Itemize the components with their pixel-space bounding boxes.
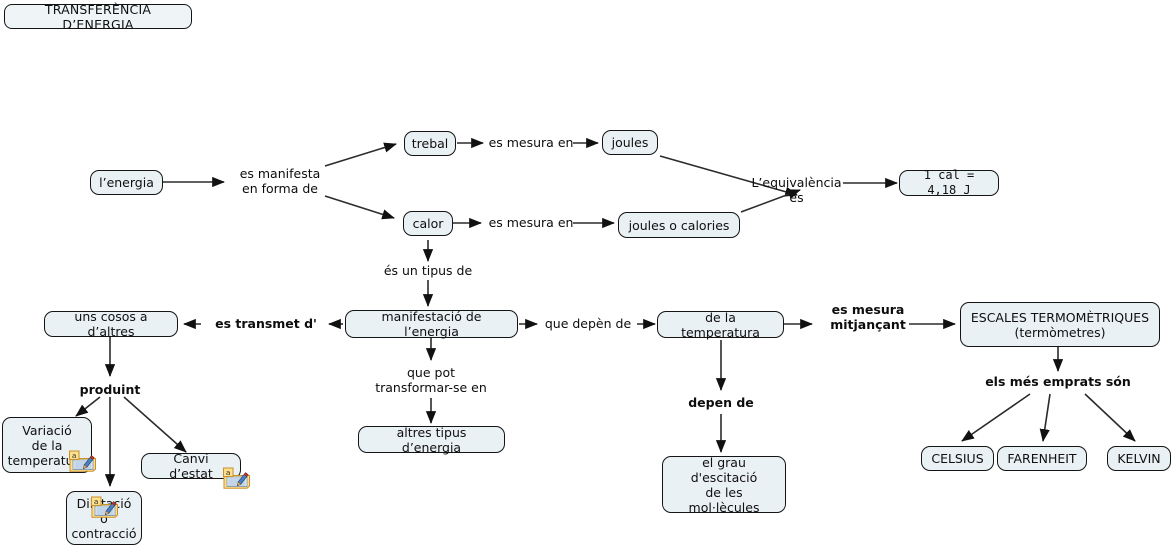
node-de-la-temperatura[interactable]: de la temperatura — [657, 310, 784, 340]
map-title-box[interactable]: TRANSFERÈNCIA D’ENERGIA — [4, 2, 192, 32]
node-farenheit[interactable]: FARENHEIT — [997, 446, 1087, 471]
link-que-depen-de: que depèn de — [544, 316, 632, 331]
node-equivalencia-valor[interactable]: 1 cal = 4,18 J — [899, 168, 999, 197]
node-calor[interactable]: calor — [403, 211, 453, 236]
node-manifestacio-energia[interactable]: manifestació de l’energia — [345, 309, 518, 339]
link-depen-de: depen de — [688, 395, 754, 410]
node-trebal[interactable]: trebal — [404, 131, 456, 156]
link-produint: produint — [79, 382, 141, 397]
link-es-transmet-d: es transmet d' — [215, 316, 317, 331]
node-kelvin[interactable]: KELVIN — [1107, 446, 1171, 471]
link-equivalencia-es: L’equivalència es — [751, 175, 842, 205]
node-grau-escitacio[interactable]: el grau d'escitació de les mol·lècules — [662, 455, 786, 515]
link-que-pot-transformar-se-en: que pot transformar-se en — [375, 365, 487, 395]
node-dilatacio-contraccio[interactable]: Dilatació o contracció — [66, 491, 142, 545]
node-joules-o-calories[interactable]: joules o calories — [618, 212, 740, 238]
annotation-note-icon[interactable]: a — [68, 449, 98, 472]
link-els-mes-emprats-son: els més emprats són — [985, 374, 1131, 389]
link-es-mesura-mitjancant: es mesura mitjançant — [830, 302, 906, 332]
link-es-mesura-en-calor: es mesura en — [488, 215, 574, 230]
node-celsius[interactable]: CELSIUS — [921, 446, 994, 471]
annotation-note-icon[interactable]: a — [222, 466, 252, 489]
link-es-mesura-en-trebal: es mesura en — [488, 135, 574, 150]
node-altres-tipus-energia[interactable]: altres tipus d’energia — [358, 425, 505, 455]
svg-text:a: a — [72, 451, 77, 460]
node-escales-termometriques[interactable]: ESCALES TERMOMÈTRIQUES (termòmetres) — [960, 302, 1160, 347]
annotation-note-icon[interactable]: a — [90, 495, 120, 518]
link-es-un-tipus-de: és un tipus de — [383, 263, 473, 278]
node-joules[interactable]: joules — [602, 130, 658, 155]
svg-text:a: a — [226, 468, 231, 477]
node-energia[interactable]: l’energia — [90, 170, 163, 195]
link-es-manifesta-en-forma-de: es manifesta en forma de — [239, 166, 321, 196]
node-uns-cosos-altres[interactable]: uns cosos a d’altres — [44, 309, 178, 339]
svg-text:a: a — [94, 497, 99, 506]
